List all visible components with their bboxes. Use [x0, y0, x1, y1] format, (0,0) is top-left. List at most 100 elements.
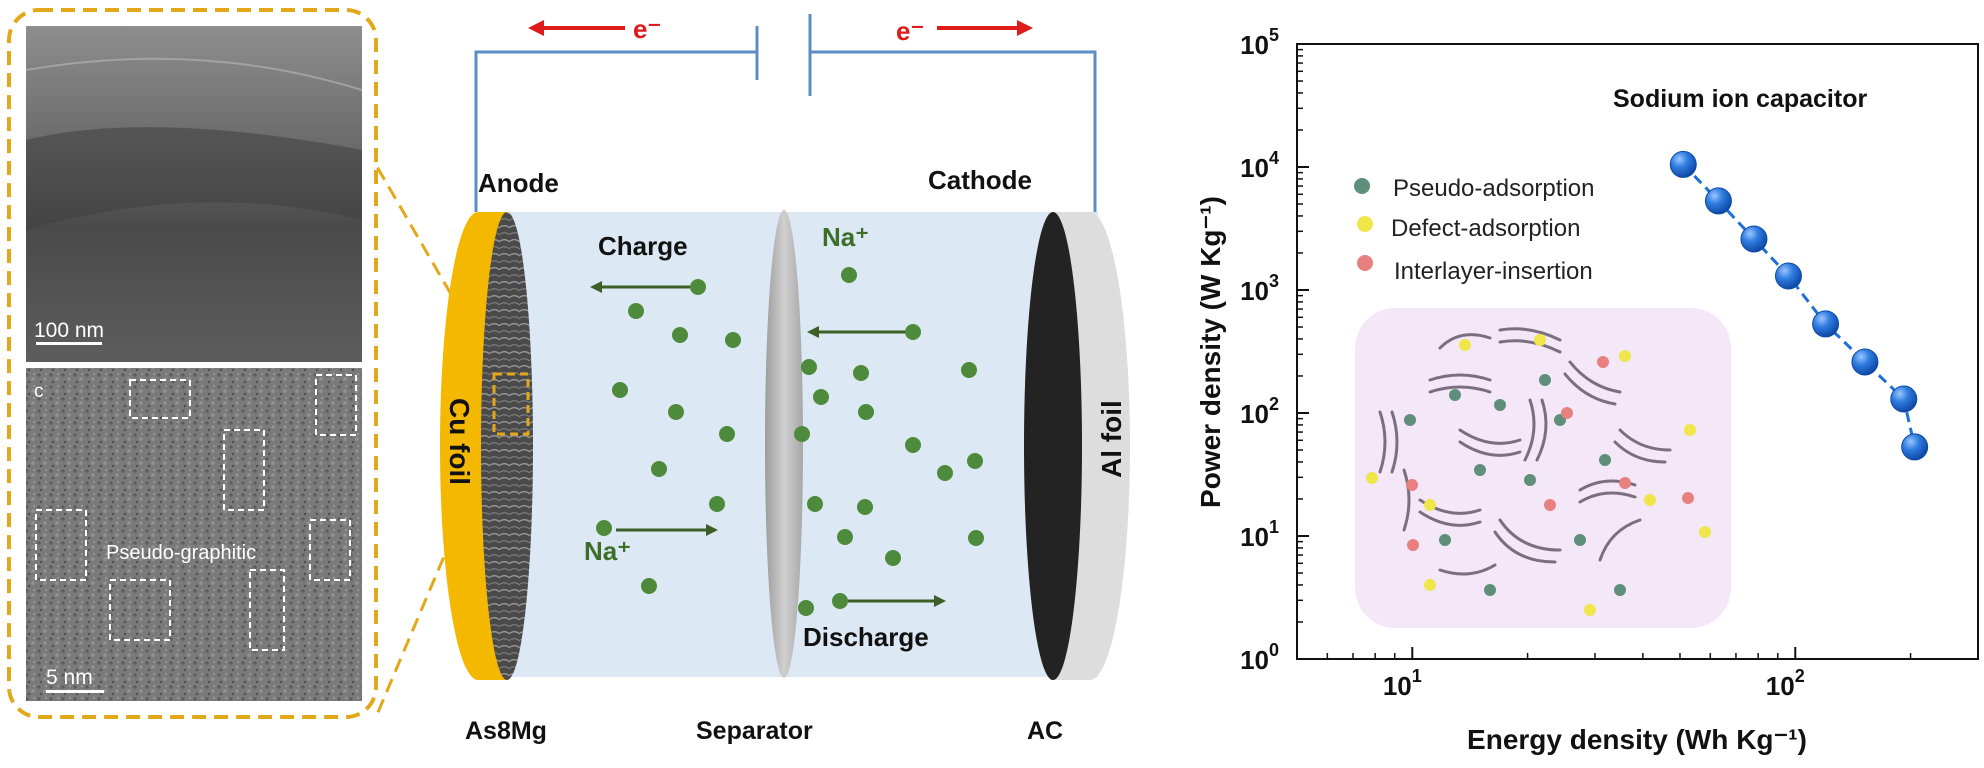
pseudo-adsorption-site: [1539, 374, 1551, 386]
pseudo-adsorption-site: [1474, 464, 1486, 476]
na-ion: [905, 324, 921, 340]
ragone-chart: Pseudo-adsorption Defect-adsorption Inte…: [1195, 25, 1979, 755]
na-ion: [651, 461, 667, 477]
legend-label-pseudo: Pseudo-adsorption: [1393, 175, 1594, 202]
charge-arrowhead: [590, 281, 602, 293]
lattice-box: [223, 429, 265, 511]
na-ion: [801, 359, 817, 375]
cathode-disk: [1024, 212, 1082, 680]
separator-label: Separator: [696, 717, 813, 745]
na-ion: [641, 578, 657, 594]
circuit-wire: [474, 14, 1097, 212]
pseudo-adsorption-site: [1449, 389, 1461, 401]
na-ion: [596, 520, 612, 536]
defect-adsorption-site: [1424, 499, 1436, 511]
graphene-layer: [1535, 398, 1548, 462]
na-ion: [794, 426, 810, 442]
mechanism-inset: [1355, 308, 1731, 628]
tem-layer-band: [26, 127, 362, 230]
na-ion: [837, 529, 853, 545]
discharge-arrowhead: [706, 524, 718, 536]
y-tick-label: 105: [1240, 25, 1279, 60]
cell-diagram: e⁻ e⁻ Anode Cathode Cu foil Al foil Char…: [440, 14, 1130, 745]
graphene-layer: [1418, 510, 1482, 527]
y-tick-exp: 0: [1269, 640, 1279, 660]
legend: Pseudo-adsorption Defect-adsorption Inte…: [1354, 175, 1594, 285]
na-ion: [857, 499, 873, 515]
cu-foil-label: Cu foil: [444, 398, 475, 485]
na-ion: [628, 303, 644, 319]
defect-adsorption-site: [1684, 424, 1696, 436]
pseudo-adsorption-site: [1524, 474, 1536, 486]
charge-arrowhead: [807, 326, 819, 338]
x-axis-label: Energy density (Wh Kg⁻¹): [1467, 724, 1807, 755]
interlayer-insertion-site: [1407, 539, 1419, 551]
electron-label-left: e⁻: [633, 14, 661, 44]
data-point: [1901, 433, 1929, 461]
al-foil-label: Al foil: [1096, 400, 1127, 478]
cathode-label: Cathode: [928, 165, 1032, 195]
graphene-layer: [1493, 530, 1557, 564]
lattice-box: [35, 509, 87, 581]
graphene-layer: [1498, 339, 1562, 354]
data-point: [1669, 150, 1697, 178]
x-tick-base: 10: [1766, 671, 1795, 701]
na-ion: [961, 362, 977, 378]
sodium-ions: [596, 267, 984, 616]
graphene-layer: [1578, 491, 1637, 504]
na-ion: [719, 426, 735, 442]
zoom-line: [374, 164, 497, 371]
x-tick-exp: 2: [1795, 666, 1805, 686]
pseudo-adsorption-site: [1494, 399, 1506, 411]
pseudo-adsorption-site: [1574, 534, 1586, 546]
na-ion: [690, 279, 706, 295]
y-tick-base: 10: [1240, 153, 1269, 183]
y-tick-label: 101: [1240, 517, 1279, 552]
data-point: [1812, 310, 1840, 338]
data-series: [1669, 150, 1929, 461]
graphene-layer: [1498, 327, 1562, 342]
y-tick-exp: 5: [1269, 25, 1279, 45]
micrograph-frame: [7, 8, 378, 719]
y-tick-label: 103: [1240, 271, 1279, 306]
inset-particles: [1366, 334, 1711, 616]
na-ion: [832, 593, 848, 609]
y-tick-base: 10: [1240, 645, 1269, 675]
defect-adsorption-site: [1424, 579, 1436, 591]
na-ion: [807, 496, 823, 512]
inset-background: [1355, 308, 1731, 628]
x-axis: 10 1 102: [1296, 647, 1979, 701]
na-ion: [672, 327, 688, 343]
na-ion: [885, 550, 901, 566]
separator: [765, 210, 803, 678]
anode-disk: [481, 212, 533, 680]
na-ion: [853, 365, 869, 381]
y-axis-label: Power density (W Kg⁻¹): [1195, 196, 1226, 508]
na-ion: [905, 437, 921, 453]
x-tick-label: 102: [1766, 666, 1805, 701]
defect-adsorption-site: [1619, 350, 1631, 362]
defect-adsorption-site: [1534, 334, 1546, 346]
y-tick-base: 10: [1240, 276, 1269, 306]
y-tick-base: 10: [1240, 30, 1269, 60]
defect-adsorption-site: [1459, 339, 1471, 351]
graphene-layer: [1598, 518, 1642, 562]
scale-label-top: 100 nm: [34, 319, 104, 342]
na-ion: [798, 600, 814, 616]
y-tick-label: 100: [1240, 640, 1279, 675]
ion-label-top: Na⁺: [822, 222, 869, 252]
x-tick-exp: 1: [1412, 666, 1422, 686]
na-ion: [937, 465, 953, 481]
cathode-material-label: AC: [1027, 717, 1063, 745]
defect-adsorption-site: [1366, 472, 1378, 484]
interlayer-insertion-site: [1619, 477, 1631, 489]
na-ion: [709, 496, 725, 512]
legend-marker-pseudo: [1354, 178, 1370, 194]
pseudo-graphitic-label: Pseudo-graphitic: [106, 542, 256, 564]
na-ion: [813, 389, 829, 405]
discharge-label: Discharge: [803, 622, 929, 652]
panel-letter: c: [34, 381, 44, 402]
lattice-box: [109, 579, 171, 641]
scale-bar-top: [36, 342, 102, 345]
